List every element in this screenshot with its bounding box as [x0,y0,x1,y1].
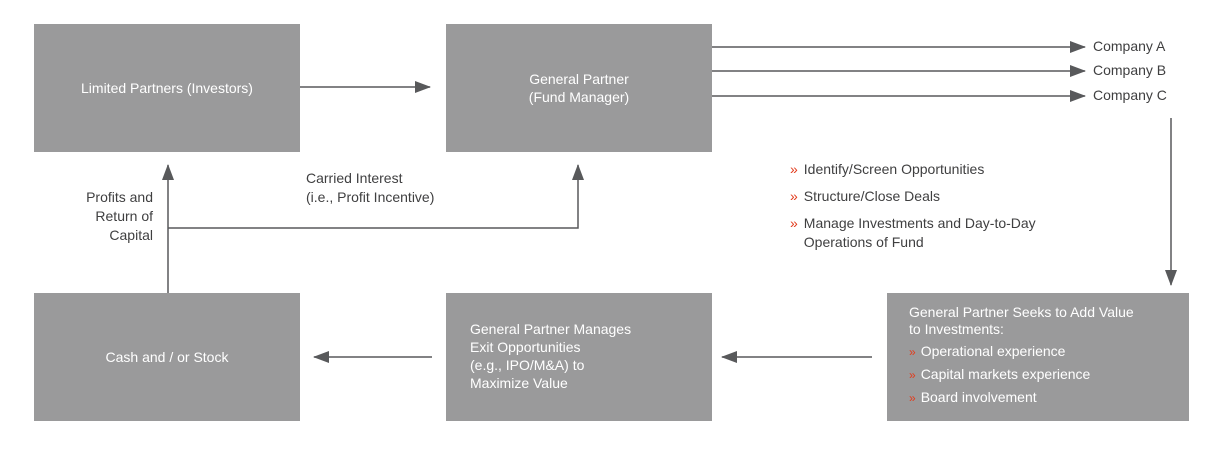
carried-interest-label: Carried Interest (i.e., Profit Incentive… [306,170,435,205]
company-b-label: Company B [1093,62,1167,78]
add-value-item: »Operational experience [909,343,1066,359]
arrow-carried-interest-to-gp [168,164,584,229]
exit-opportunities-box: General Partner Manages Exit Opportuniti… [446,293,712,421]
list-item: »Structure/Close Deals [790,188,940,204]
list-item: »Identify/Screen Opportunities [790,161,985,177]
company-c-label: Company C [1093,87,1167,103]
exit-label-line2: Exit Opportunities [470,339,581,355]
bullet-icon: » [909,391,916,405]
bullet-icon: » [790,188,798,204]
cash-stock-label: Cash and / or Stock [105,349,229,365]
general-partner-label-line1: General Partner [529,71,629,87]
add-value-item: »Capital markets experience [909,366,1091,382]
cash-stock-box: Cash and / or Stock [34,293,300,421]
add-value-item: »Board involvement [909,389,1037,405]
limited-partners-box: Limited Partners (Investors) [34,24,300,152]
bullet-icon: » [790,215,798,231]
exit-label-line3: (e.g., IPO/M&A) to [470,357,585,373]
exit-label-line1: General Partner Manages [470,321,632,337]
add-value-title-line2: to Investments: [909,321,1004,337]
general-partner-label-line2: (Fund Manager) [528,89,630,105]
profits-return-label: Profits and Return of Capital [86,189,153,243]
bullet-icon: » [909,345,916,359]
general-partner-box: General Partner (Fund Manager) [446,24,712,152]
bullet-icon: » [790,161,798,177]
bullet-icon: » [909,368,916,382]
exit-label-line4: Maximize Value [470,375,568,391]
company-a-label: Company A [1093,38,1166,54]
add-value-box: General Partner Seeks to Add Value to In… [887,293,1189,421]
gp-activities-list: »Identify/Screen Opportunities »Structur… [790,160,1036,260]
add-value-title-line1: General Partner Seeks to Add Value [909,304,1134,320]
limited-partners-label: Limited Partners (Investors) [81,80,253,96]
